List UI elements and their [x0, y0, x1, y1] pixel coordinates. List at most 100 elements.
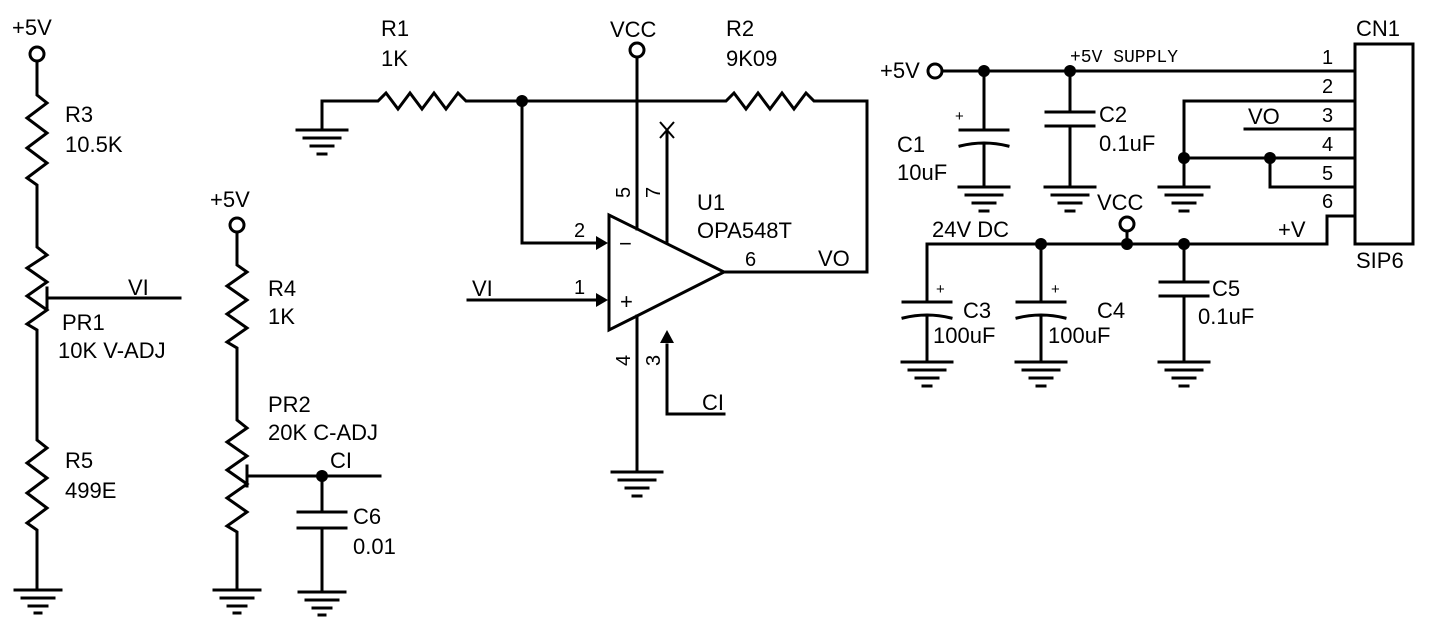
label-pr2-ref: PR2	[268, 392, 311, 417]
label-plus-v: +V	[1278, 217, 1306, 242]
label-c5-value: 0.1uF	[1198, 304, 1254, 329]
pin-3: 3	[643, 355, 665, 366]
no-connect-mark	[659, 121, 675, 139]
terminal-vcc-amp	[628, 41, 646, 59]
resistor-r2	[520, 90, 869, 274]
label-c5-ref: C5	[1212, 276, 1240, 301]
label-24v-dc: 24V DC	[932, 217, 1009, 242]
label-vcc-amp: VCC	[610, 17, 657, 42]
label-cn1-type: SIP6	[1356, 248, 1404, 273]
label-c6-value: 0.01	[353, 534, 396, 559]
label-minus: −	[619, 231, 632, 256]
junction-dot	[1178, 152, 1190, 164]
divider-mid: +5V R4 1K PR2 20K C-ADJ CI C6 0.01	[210, 187, 396, 617]
connector-cn1	[1353, 42, 1415, 246]
label-c4-ref: C4	[1097, 298, 1125, 323]
capacitor-c6	[296, 474, 348, 592]
wire-pin3	[665, 343, 726, 416]
pin-1: 1	[574, 277, 585, 299]
resistor-r4-pr2	[224, 230, 250, 590]
capacitor-c5	[1158, 242, 1210, 362]
label-vcc-supply: VCC	[1097, 190, 1144, 215]
arrow-pin1	[596, 293, 608, 307]
ground-symbol	[900, 360, 954, 388]
polarity-c3: +	[936, 281, 945, 298]
polarity-c1: +	[955, 108, 964, 125]
label-r3-value: 10.5K	[65, 132, 123, 157]
ground-symbol	[295, 128, 349, 156]
pin-2: 2	[574, 220, 585, 242]
ground-symbol	[13, 588, 63, 615]
resistor-r3-pr1-r5	[24, 59, 50, 590]
label-c2-value: 0.1uF	[1099, 131, 1155, 156]
label-5v-supply-terminal: +5V	[880, 58, 920, 83]
label-vo-cn1: VO	[1248, 104, 1280, 129]
label-pr1-ref: PR1	[62, 310, 105, 335]
label-r1-ref: R1	[381, 16, 409, 41]
amplifier-section: R1 1K R2 9K09 VI − + U1 OPA548T VCC	[295, 16, 869, 498]
label-c1-ref: C1	[897, 132, 925, 157]
cn1-pin-2: 2	[1322, 76, 1333, 98]
label-c6-ref: C6	[353, 504, 381, 529]
polarity-c4: +	[1051, 281, 1060, 298]
pin-5: 5	[613, 187, 635, 198]
label-c3-value: 100uF	[933, 323, 995, 348]
cn1-pin-4: 4	[1322, 134, 1333, 156]
terminal-5v-left	[28, 45, 46, 63]
label-r1-value: 1K	[381, 46, 408, 71]
terminal-5v-supply	[926, 62, 944, 80]
label-c4-value: 100uF	[1048, 323, 1110, 348]
terminal-vcc-supply	[1118, 215, 1136, 233]
label-u1-ref: U1	[697, 190, 725, 215]
ground-symbol	[1014, 360, 1068, 388]
label-r5-ref: R5	[65, 448, 93, 473]
wire-24v-rail	[925, 214, 1357, 302]
label-cn1-ref: CN1	[1356, 16, 1400, 41]
ground-symbol	[1157, 360, 1211, 388]
label-c3-ref: C3	[963, 298, 991, 323]
ground-symbol	[297, 590, 347, 617]
pin-7: 7	[643, 187, 665, 198]
label-c1-value: 10uF	[897, 160, 947, 185]
label-plus: +	[620, 289, 633, 314]
arrow-pin2	[596, 236, 608, 250]
label-r5-value: 499E	[65, 478, 116, 503]
ground-symbol	[1157, 185, 1211, 213]
ground-symbol	[610, 470, 664, 498]
label-vi-in: VI	[472, 276, 493, 301]
label-r4-ref: R4	[268, 276, 296, 301]
terminal-5v-mid	[228, 216, 246, 234]
ground-symbol	[957, 185, 1011, 213]
label-r2-value: 9K09	[726, 46, 777, 71]
label-5v-supply-net: +5V SUPPLY	[1070, 48, 1178, 68]
resistor-r1	[320, 90, 524, 131]
label-c2-ref: C2	[1099, 102, 1127, 127]
pin-6: 6	[745, 249, 756, 271]
label-vo-amp: VO	[818, 246, 850, 271]
cn1-pin-3: 3	[1322, 105, 1333, 127]
ground-symbol	[1043, 185, 1097, 213]
label-ci-amp: CI	[702, 390, 724, 415]
label-r2-ref: R2	[726, 16, 754, 41]
arrow-pin3	[660, 330, 674, 343]
label-5v-left: +5V	[12, 15, 52, 40]
capacitor-c3	[901, 300, 953, 362]
junction-dot	[1121, 238, 1133, 250]
wire-cn1-pin5	[1268, 156, 1357, 189]
label-r3-ref: R3	[65, 102, 93, 127]
label-ci-mid: CI	[330, 448, 352, 473]
cn1-pin-6: 6	[1322, 191, 1333, 213]
wire-inverting-input	[520, 99, 606, 245]
capacitor-c4	[1015, 242, 1067, 362]
cn1-pin-5: 5	[1322, 163, 1333, 185]
label-vi-out: VI	[128, 275, 149, 300]
label-pr1-value: 10K V-ADJ	[58, 338, 166, 363]
label-pr2-value: 20K C-ADJ	[268, 420, 378, 445]
divider-left: +5V R3 10.5K VI PR1 10K V-ADJ R5 499E	[12, 15, 182, 615]
cn1-pin-1: 1	[1322, 47, 1333, 69]
junction-dot	[1264, 152, 1276, 164]
label-u1-value: OPA548T	[697, 218, 792, 243]
capacitor-c2	[1044, 69, 1096, 187]
capacitor-c1	[958, 69, 1010, 187]
